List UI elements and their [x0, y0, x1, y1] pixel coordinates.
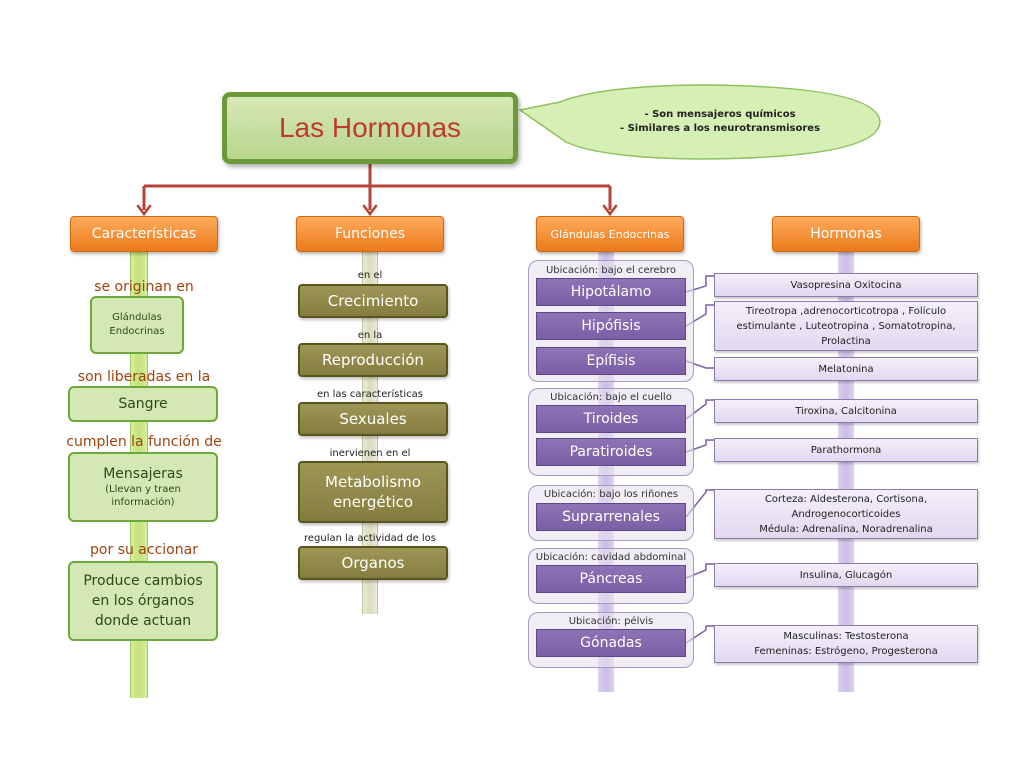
- ubicacion-pelvis: Ubicación: pélvis: [568, 615, 654, 627]
- hormonas-hipofisis-line-3: Prolactina: [821, 335, 871, 347]
- hormonas-hipotalamo-line-1: Vasopresina Oxitocina: [790, 279, 902, 291]
- bubble-line-1: - Son mensajeros químicos: [644, 109, 796, 120]
- title-box: Las Hormonas: [222, 92, 518, 164]
- caracteristicas-box-sangre-label: Sangre: [118, 396, 168, 412]
- funcion-box-metabolismo-line-1: Metabolismo: [325, 473, 421, 491]
- hormonas-gonadas: Masculinas: Testosterona Femeninas: Estr…: [714, 625, 978, 663]
- gland-gonadas: Gónadas: [536, 629, 686, 657]
- gland-hipotalamo: Hipotálamo: [536, 278, 686, 306]
- header-funciones: Funciones: [296, 216, 444, 252]
- caracteristicas-box-mensajeras-title: Mensajeras: [103, 466, 183, 482]
- funcion-box-sexuales-label: Sexuales: [339, 410, 407, 428]
- gland-hipofisis: Hipófisis: [536, 312, 686, 340]
- gland-tiroides: Tiroides: [536, 405, 686, 433]
- header-hormonas: Hormonas: [772, 216, 920, 252]
- funcion-label-4: inervienen en el: [329, 447, 411, 459]
- funcion-box-crecimiento-label: Crecimiento: [327, 292, 419, 310]
- caracteristicas-box-cambios-line-1: Produce cambios: [83, 573, 203, 589]
- hormonas-suprarrenales-line-3: Médula: Adrenalina, Noradrenalina: [759, 523, 933, 535]
- hormonas-paratiroides: Parathormona: [714, 438, 978, 462]
- hormonas-hipofisis: Tireotropa ,adrenocorticotropa , Folícul…: [714, 301, 978, 351]
- gland-suprarrenales: Suprarrenales: [536, 503, 686, 531]
- header-glandulas-label: Glándulas Endocrinas: [550, 227, 670, 241]
- speech-bubble: - Son mensajeros químicos - Similares a …: [600, 102, 840, 142]
- hormonas-hipofisis-line-2: estimulante , Luteotropina , Somatotropi…: [736, 320, 956, 332]
- funcion-label-5: regulan la actividad de los: [303, 532, 437, 544]
- hormonas-paratiroides-line-1: Parathormona: [810, 444, 882, 456]
- funcion-box-metabolismo-line-2: energético: [332, 493, 414, 511]
- caracteristicas-box-sangre: Sangre: [68, 386, 218, 422]
- hormonas-epifisis: Melatonina: [714, 357, 978, 381]
- hormonas-gonadas-line-1: Masculinas: Testosterona: [783, 631, 909, 642]
- caracteristicas-box-mensajeras: Mensajeras (Llevan y traen información): [68, 452, 218, 522]
- gland-paratiroides: Paratiroides: [536, 438, 686, 466]
- funcion-box-organos: Organos: [298, 546, 448, 580]
- speech-bubble-shape: [518, 84, 881, 160]
- bubble-line-2: - Similares a los neurotransmisores: [619, 123, 821, 134]
- funcion-box-reproduccion-label: Reproducción: [322, 351, 424, 369]
- funcion-box-reproduccion: Reproducción: [298, 343, 448, 377]
- caracteristicas-box-glandulas-line-1: Glándulas: [112, 312, 162, 323]
- gland-epifisis: Epífisis: [536, 347, 686, 375]
- header-funciones-label: Funciones: [335, 226, 405, 242]
- funcion-box-crecimiento: Crecimiento: [298, 284, 448, 318]
- hormonas-tiroides: Tiroxina, Calcitonina: [714, 399, 978, 423]
- header-glandulas: Glándulas Endocrinas: [536, 216, 684, 252]
- header-caracteristicas-label: Características: [91, 226, 197, 242]
- hormonas-hipotalamo: Vasopresina Oxitocina: [714, 273, 978, 297]
- funcion-box-metabolismo: Metabolismo energético: [298, 461, 448, 523]
- hormonas-suprarrenales-line-2: Androgenocorticoides: [791, 508, 901, 520]
- hormonas-suprarrenales-line-1: Corteza: Aldesterona, Cortisona,: [764, 493, 928, 505]
- funcion-label-3: en las características: [316, 388, 424, 400]
- page-title: Las Hormonas: [278, 112, 462, 143]
- caracteristicas-label-4: por su accionar: [90, 542, 198, 558]
- funcion-label-1: en el: [357, 269, 383, 281]
- caracteristicas-box-glandulas-line-2: Endocrinas: [109, 326, 165, 337]
- header-hormonas-label: Hormonas: [810, 226, 882, 242]
- hormonas-pancreas: Insulina, Glucagón: [714, 563, 978, 587]
- caracteristicas-box-cambios-line-3: donde actuan: [94, 613, 192, 629]
- gland-pancreas: Páncreas: [536, 565, 686, 593]
- caracteristicas-box-glandulas: Glándulas Endocrinas: [90, 296, 184, 354]
- hormonas-suprarrenales: Corteza: Aldesterona, Cortisona, Androge…: [714, 489, 978, 539]
- hormonas-tiroides-line-1: Tiroxina, Calcitonina: [795, 405, 897, 417]
- funcion-box-sexuales: Sexuales: [298, 402, 448, 436]
- header-caracteristicas: Características: [70, 216, 218, 252]
- caracteristicas-label-1: se originan en: [94, 279, 194, 295]
- hormonas-epifisis-line-1: Melatonina: [818, 363, 874, 375]
- hormonas-pancreas-line-1: Insulina, Glucagón: [799, 569, 893, 581]
- caracteristicas-box-cambios-line-2: en los órganos: [91, 593, 195, 609]
- hormonas-gonadas-line-2: Femeninas: Estrógeno, Progesterona: [754, 646, 938, 657]
- funcion-label-2: en la: [357, 329, 383, 341]
- caracteristicas-box-mensajeras-sub-2: información): [111, 497, 175, 508]
- ubicacion-abdominal: Ubicación: cavidad abdominal: [535, 551, 687, 563]
- ubicacion-rinones: Ubicación: bajo los riñones: [543, 488, 679, 500]
- caracteristicas-box-mensajeras-sub-1: (Llevan y traen: [105, 484, 181, 495]
- hormonas-hipofisis-line-1: Tireotropa ,adrenocorticotropa , Folícul…: [745, 305, 947, 317]
- ubicacion-cuello: Ubicación: bajo el cuello: [550, 391, 672, 403]
- caracteristicas-label-3: cumplen la función de: [66, 434, 222, 450]
- ubicacion-cerebro: Ubicación: bajo el cerebro: [545, 264, 677, 276]
- caracteristicas-box-cambios: Produce cambios en los órganos donde act…: [68, 561, 218, 641]
- funcion-box-organos-label: Organos: [341, 554, 405, 572]
- caracteristicas-label-2: son liberadas en la: [77, 369, 211, 385]
